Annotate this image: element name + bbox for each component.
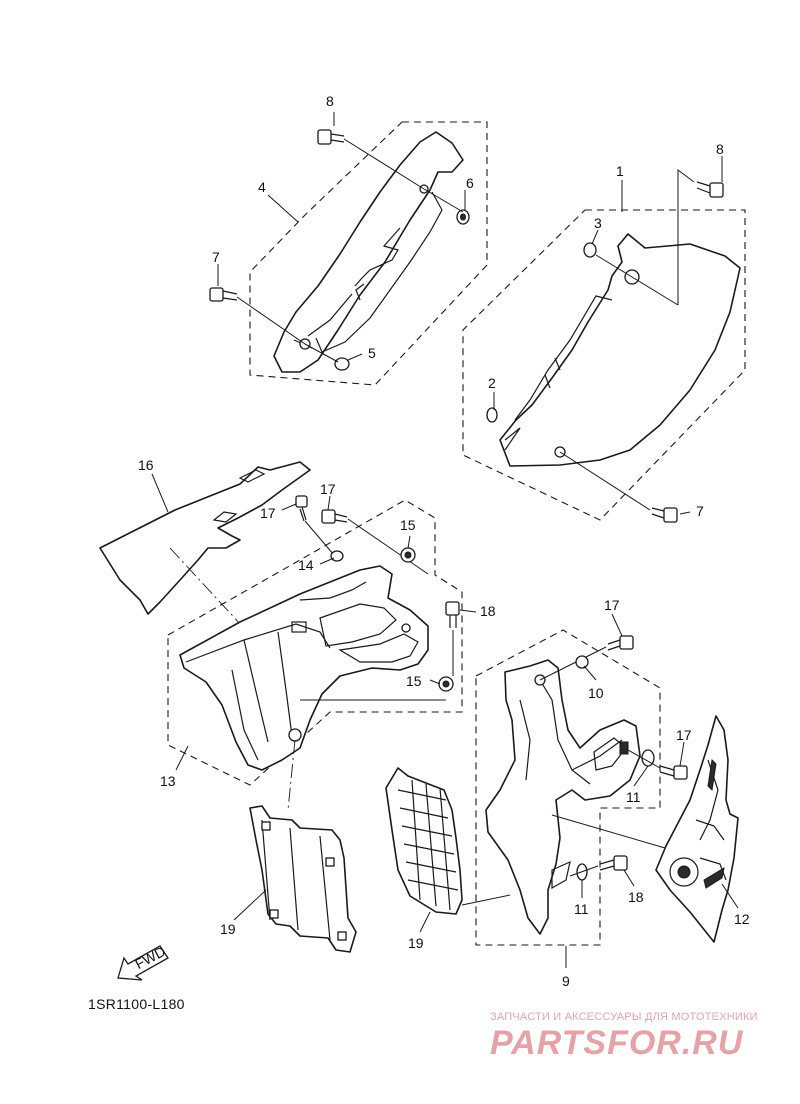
callout-11: 11 (574, 901, 589, 917)
callout-17: 17 (260, 505, 276, 521)
radiator-shroud (179, 565, 429, 771)
callout-19: 19 (408, 935, 424, 951)
callout-18: 18 (480, 603, 496, 619)
bolt-icon (317, 129, 345, 145)
callout-15: 15 (406, 673, 422, 689)
fwd-arrow-icon: FWD (117, 943, 169, 981)
watermark-logo: PARTSFOR.RU (490, 1024, 744, 1062)
callout-numbers: 8 4 6 7 5 1 8 3 2 7 16 17 17 15 14 18 15… (138, 93, 750, 989)
graphic-right (655, 715, 739, 943)
collar-icon (334, 357, 350, 371)
collar-icon (575, 655, 589, 669)
callout-4: 4 (258, 179, 266, 195)
callout-17: 17 (320, 481, 336, 497)
side-cover-right-group (462, 169, 746, 523)
callout-1: 1 (616, 163, 624, 179)
bolt-icon (209, 287, 238, 302)
bolt-icon (651, 507, 678, 523)
callout-8: 8 (326, 93, 334, 109)
callout-2: 2 (488, 375, 496, 391)
callout-17: 17 (604, 597, 620, 613)
callout-19: 19 (220, 921, 236, 937)
callout-7: 7 (212, 249, 220, 265)
callout-15: 15 (400, 517, 416, 533)
callout-8: 8 (716, 141, 724, 157)
callout-10: 10 (588, 685, 604, 701)
bolt-icon (607, 635, 634, 651)
radiator-guard-right-group (385, 767, 511, 915)
callout-16: 16 (138, 457, 154, 473)
callout-14: 14 (298, 557, 314, 573)
diagram-code: 1SR1100-L180 (88, 996, 185, 1012)
collar-icon (486, 407, 498, 423)
bolt-icon (295, 495, 308, 522)
graphic-right-group (655, 715, 739, 943)
radiator-shroud-right (485, 659, 641, 935)
watermark-tagline: ЗАПЧАСТИ И АКСЕССУАРЫ ДЛЯ МОТОТЕХНИКИ (490, 1011, 758, 1023)
leader-lines (151, 112, 739, 968)
collar-icon (583, 242, 597, 258)
callout-12: 12 (734, 911, 750, 927)
radiator-guard-right (385, 767, 463, 915)
shroud-right-group (475, 629, 688, 946)
bolt-icon (321, 509, 348, 524)
shroud-group (167, 495, 463, 811)
callout-17: 17 (676, 727, 692, 743)
radiator-guard-left-group (249, 805, 357, 953)
callout-3: 3 (594, 215, 602, 231)
bolt-icon (696, 181, 724, 198)
callout-18: 18 (628, 889, 644, 905)
collar-icon (330, 550, 344, 562)
callout-13: 13 (160, 773, 176, 789)
side-cover-right (499, 233, 741, 467)
bolt-icon (659, 765, 688, 780)
bolt-icon (599, 855, 628, 871)
callout-6: 6 (466, 175, 474, 191)
callout-11: 11 (626, 789, 641, 805)
bolt-icon (445, 601, 460, 628)
side-cover-left (273, 131, 464, 373)
side-cover-left-group (209, 121, 488, 386)
graphic-left (99, 461, 311, 615)
callout-9: 9 (562, 973, 570, 989)
callout-7: 7 (696, 503, 704, 519)
callout-5: 5 (368, 345, 376, 361)
